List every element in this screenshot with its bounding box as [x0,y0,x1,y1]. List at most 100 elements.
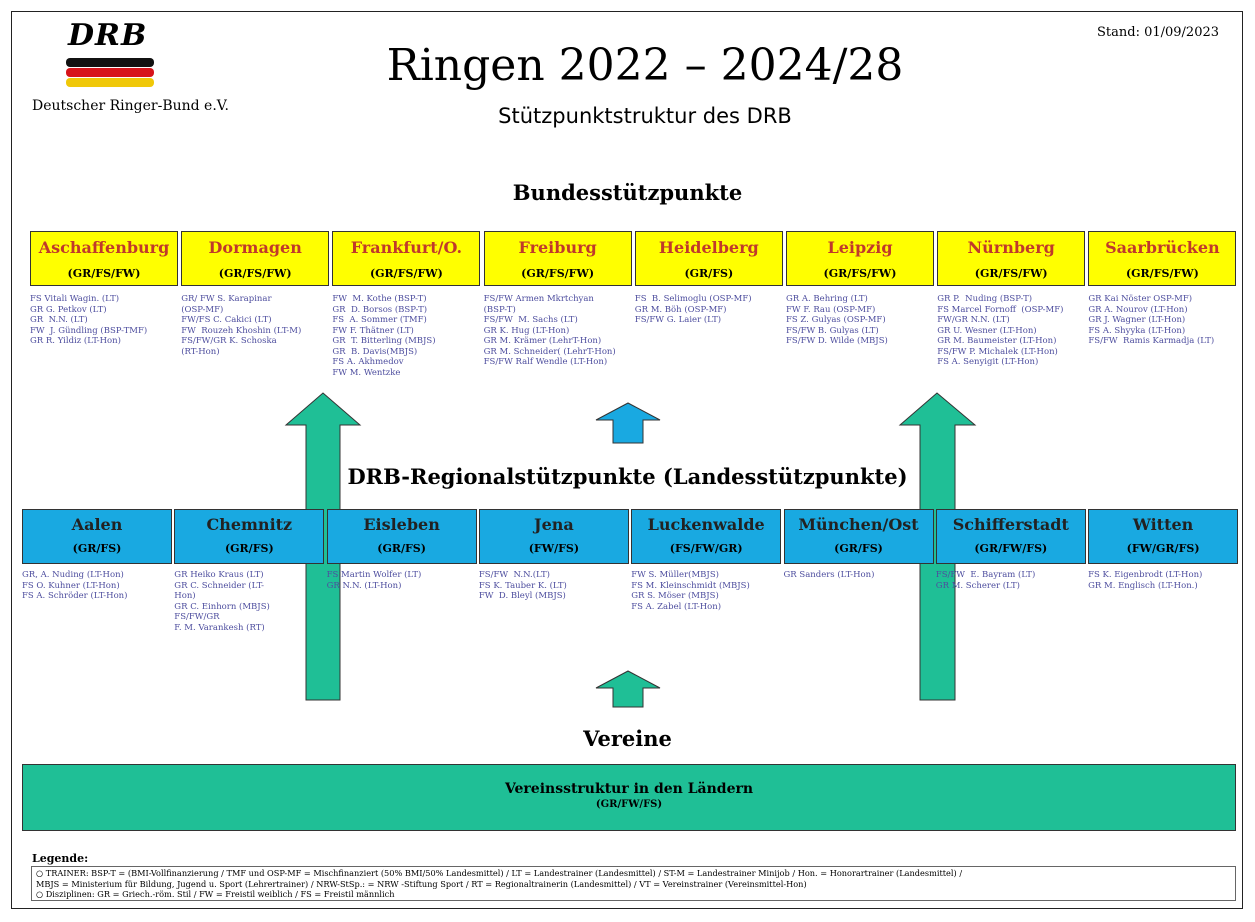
staff-entry: FS A. Senyigit (LT-Hon) [937,357,1039,367]
regional-box-3: Eisleben(GR/FS) [326,509,477,564]
staff-entry: FS/FW G. Laier (LT) [634,315,722,325]
staff-entry: FW/GR N.N. (LT) [937,315,1010,325]
section-regional: DRB-Regionalstützpunkte (Landesstützpunk… [347,464,908,489]
stand-date: Stand: 01/09/2023 [1097,25,1220,40]
staff-entry: FS Vitali Wagin. (LT) [30,294,120,304]
regional-staff-list: FS K. Eigenbrodt (LT-Hon)GR M. Englisch … [1088,570,1202,591]
regional-staff-list: FS/FW E. Bayram (LT)GR M. Scherer (LT) [936,570,1036,591]
bund-staff-list: FS B. Selimoglu (OSP-MF)GR M. Böh (OSP-M… [635,294,752,326]
staff-entry: FS/FW/GR [174,612,220,622]
staff-entry: FS O. Kuhner (LT-Hon) [22,580,120,591]
staff-entry: (RT-Hon) [181,346,220,357]
staff-entry: GR M. Scherer (LT) [935,580,1020,591]
legend-line-trainer-cont: MBJS = Ministerium für Bildung, Jugend u… [36,878,807,889]
staff-entry: GR D. Borsos (BSP-T) [332,304,428,315]
staff-entry: FS M. Kleinschmidt (MBJS) [631,580,750,591]
regional-code: (GR/FS) [72,542,122,555]
regional-staff-list: FS/FW N.N.(LT)FS K. Tauber K. (LT)FW D. … [479,570,567,602]
regional-name: Witten [1132,515,1194,534]
bund-box-2: Dormagen (GR/FS/FW) [181,231,330,286]
regional-code: (FW/GR/FS) [1126,542,1200,555]
regional-code: (GR/FS) [224,542,274,555]
staff-entry: FW M. Wentzke [332,367,401,378]
bund-staff-list: GR A. Behring (LT)FW F. Rau (OSP-MF)FS Z… [786,294,888,347]
page-title: Ringen 2022 – 2024/28 [386,40,904,91]
regional-box-2: Chemnitz(GR/FS) [174,509,325,564]
staff-entry: FS/FW B. Gulyas (LT) [786,325,879,336]
staff-entry: FS/FW D. Wilde (MBJS) [786,336,888,346]
staff-entry: FS K. Eigenbrodt (LT-Hon) [1088,570,1203,580]
regional-box-4: Jena(FW/FS) [478,509,629,564]
staff-entry: FS Z. Gulyas (OSP-MF) [786,315,886,325]
bund-box-8: Saarbrücken (GR/FS/FW) [1088,231,1237,286]
logo-lettering: DRB [68,18,148,53]
staff-entry: FS K. Tauber K. (LT) [478,580,567,591]
staff-entry: FW F. Rau (OSP-MF) [786,304,876,315]
staff-entry: GR/ FW S. Karapinar [181,294,272,304]
bund-code: (GR/FS/FW) [1125,267,1199,280]
staff-entry: GR B. Davis(MBJS) [332,346,418,357]
staff-entry: GR M. Böh (OSP-MF) [634,304,727,315]
staff-entry: FW/FS C. Cakici (LT) [181,315,272,325]
regional-box-7: Schifferstadt(GR/FW/FS) [935,509,1086,564]
regional-box-6: München/Ost(GR/FS) [783,509,934,564]
organisation-name: Deutscher Ringer-Bund e.V. [32,98,229,114]
staff-entry: GR N.N. (LT) [30,315,88,325]
section-vereine: Vereine [583,726,672,751]
regional-code: (FS/FW/GR) [669,542,743,555]
vereine-box: Vereinsstruktur in den Ländern (GR/FW/FS… [22,764,1236,831]
staff-entry: GR T. Bitterling (MBJS) [332,336,436,346]
staff-entry: GR, A. Nuding (LT-Hon) [22,570,124,580]
regional-staff-list: GR, A. Nuding (LT-Hon)FS O. Kuhner (LT-H… [22,570,127,602]
legend-line-disciplines: ○ Disziplinen: GR = Griech.-röm. Stil / … [36,889,395,899]
staff-entry: FS/FW Armen Mkrtchyan [483,294,594,304]
staff-entry: FS/FW P. Michalek (LT-Hon) [937,346,1058,357]
bund-box-6: Leipzig(GR/FS/FW) [786,231,934,286]
bund-code: (GR/FS) [684,267,734,280]
regional-staff-list: GR Sanders (LT-Hon) [784,570,875,581]
regional-name: Luckenwalde [647,515,765,534]
staff-entry: GR J. Wagner (LT-Hon) [1088,315,1186,325]
staff-entry: FS A. Schröder (LT-Hon) [22,591,128,601]
vereine-box-code: (GR/FW/FS) [595,799,663,810]
bund-code: (GR/FS/FW) [67,267,141,280]
bund-code: (GR/FS/FW) [823,267,897,280]
bund-code: (GR/FS/FW) [218,267,292,280]
bund-name: Nürnberg [967,238,1055,257]
page-subtitle: Stützpunktstruktur des DRB [498,104,792,128]
staff-entry: FW F. Thätner (LT) [332,325,414,336]
regional-code: (GR/FW/FS) [974,542,1048,555]
staff-entry: FW Rouzeh Khoshin (LT-M) [181,325,302,336]
staff-entry: FS/FW M. Sachs (LT) [483,315,578,325]
regional-name: München/Ost [798,515,919,534]
bund-code: (GR/FS/FW) [369,267,443,280]
bund-staff-list: GR/ FW S. Karapinar(OSP-MF)FW/FS C. Caki… [181,294,301,357]
staff-entry: GR R. Yildiz (LT-Hon) [30,336,121,346]
staff-entry: FS Marcel Fornoff (OSP-MF) [937,304,1064,315]
staff-entry: FS/FW N.N.(LT) [478,570,550,580]
staff-entry: FS A. Zabel (LT-Hon) [631,601,722,612]
bund-box-4: Freiburg(GR/FS/FW) [483,231,632,286]
staff-entry: GR N.N. (LT-Hon) [326,580,402,591]
staff-entry: (BSP-T) [483,304,516,315]
flag-stripe-gold [66,78,154,87]
staff-entry: FW M. Kothe (BSP-T) [332,294,427,304]
legend-box: ○ TRAINER: BSP-T = (BMI-Vollfinanzierung… [31,866,1236,901]
legend-line-trainer: ○ TRAINER: BSP-T = (BMI-Vollfinanzierung… [36,868,963,878]
staff-entry: FW S. Müller(MBJS) [631,570,719,580]
bund-name: Freiburg [518,238,597,257]
staff-entry: GR M. Englisch (LT-Hon.) [1088,580,1198,591]
regional-code: (FW/FS) [528,542,580,555]
staff-entry: GR M. Baumeister (LT-Hon) [937,336,1057,346]
staff-entry: GR Heiko Kraus (LT) [174,570,264,580]
bund-name: Dormagen [208,238,302,257]
bund-name: Saarbrücken [1105,238,1220,257]
bund-name: Aschaffenburg [38,238,170,257]
staff-entry: FS/FW E. Bayram (LT) [935,570,1036,580]
staff-entry: GR C. Schneider (LT- [174,580,265,591]
staff-entry: FS A. Akhmedov [332,357,404,367]
section-bundesstuetzpunkte: Bundesstützpunkte [512,180,743,205]
staff-entry: GR A. Nourov (LT-Hon) [1088,304,1188,315]
bund-box-3: Frankfurt/O.(GR/FS/FW) [332,231,481,286]
bund-staff-list: FS Vitali Wagin. (LT)GR G. Petkov (LT)GR… [30,294,147,347]
